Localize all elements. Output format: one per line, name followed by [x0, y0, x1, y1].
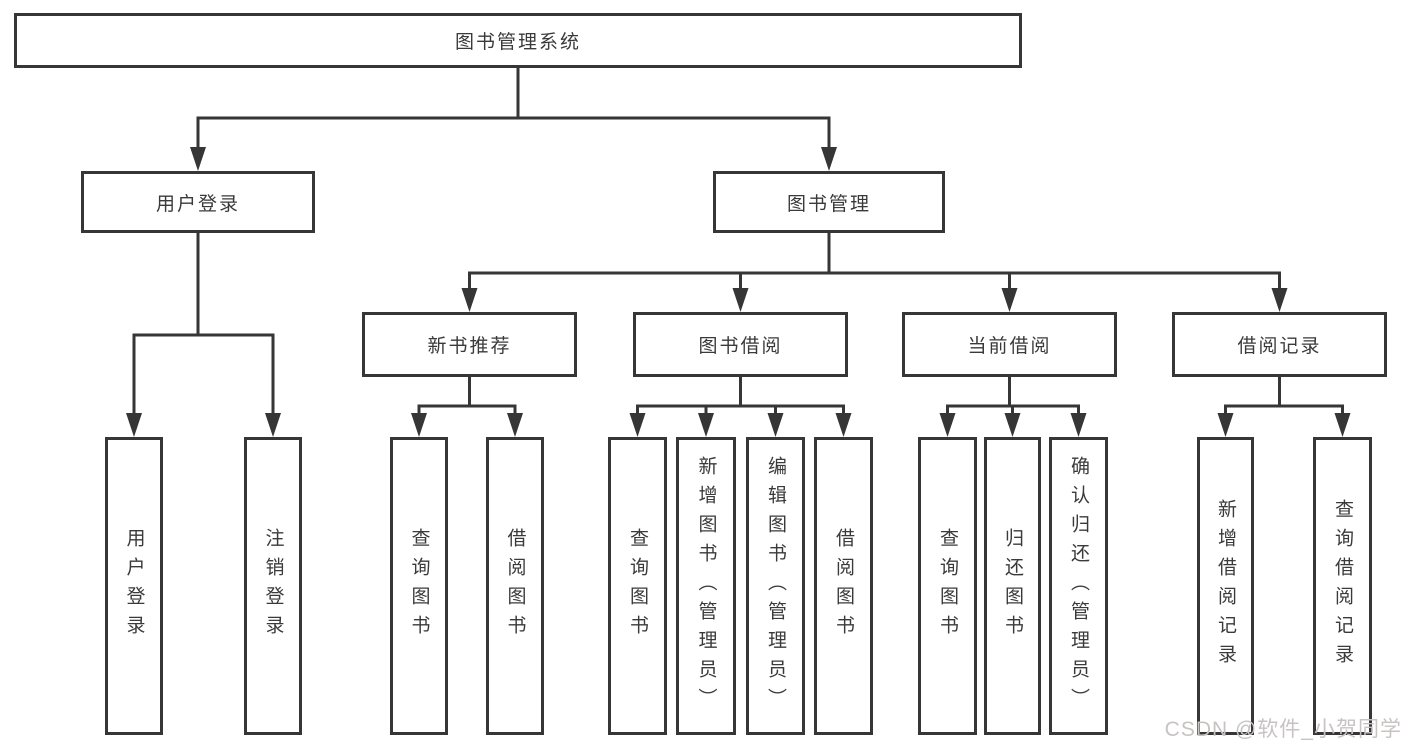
leaf-log-query-record-label: 查询借阅记录 — [1332, 499, 1353, 673]
leaf-cur-query-book: 查询图书 — [918, 437, 977, 735]
leaf-rec-borrow-book-label: 借阅图书 — [504, 528, 526, 644]
csdn-watermark: CSDN @软件_小贺同学 — [1164, 718, 1402, 741]
node-current-borrow: 当前借阅 — [902, 312, 1117, 377]
leaf-bor-edit-book-label: 编辑图书（管理员） — [765, 455, 786, 717]
leaf-user-login: 用户登录 — [105, 437, 163, 735]
connectors-root-to-level2 — [190, 66, 837, 171]
connectors-book-mgmt-to-level3 — [461, 231, 1288, 312]
connectors-current-borrow-children — [939, 375, 1087, 437]
leaf-user-login-label: 用户登录 — [123, 528, 145, 644]
leaf-rec-query-book-label: 查询图书 — [408, 528, 430, 644]
leaf-bor-add-book-label: 新增图书（管理员） — [695, 455, 717, 717]
leaf-log-query-record: 查询借阅记录 — [1313, 437, 1372, 735]
leaf-cur-confirm-return: 确认归还（管理员） — [1049, 437, 1108, 735]
node-current-borrow-label: 当前借阅 — [967, 336, 1052, 357]
node-book-mgmt-label: 图书管理 — [786, 193, 871, 215]
node-book-borrow-label: 图书借阅 — [698, 336, 783, 357]
leaf-log-add-record: 新增借阅记录 — [1197, 437, 1254, 735]
leaf-logout: 注销登录 — [244, 437, 302, 735]
leaf-bor-add-book: 新增图书（管理员） — [676, 437, 736, 735]
leaf-log-add-record-label: 新增借阅记录 — [1215, 499, 1236, 673]
leaf-cur-return-book-label: 归还图书 — [1002, 528, 1023, 644]
node-root: 图书管理系统 — [14, 13, 1022, 68]
node-book-borrow: 图书借阅 — [633, 312, 848, 377]
node-new-book-rec-label: 新书推荐 — [427, 336, 512, 357]
node-root-label: 图书管理系统 — [454, 32, 581, 53]
leaf-rec-query-book: 查询图书 — [390, 437, 448, 735]
leaf-cur-return-book: 归还图书 — [984, 437, 1041, 735]
connectors-borrow-record-children — [1217, 375, 1351, 437]
leaf-cur-query-book-label: 查询图书 — [937, 528, 958, 644]
leaf-logout-label: 注销登录 — [262, 528, 284, 644]
node-book-mgmt: 图书管理 — [713, 171, 945, 233]
leaf-cur-confirm-return-label: 确认归还（管理员） — [1068, 455, 1089, 717]
leaf-bor-borrow-book-label: 借阅图书 — [833, 528, 854, 644]
leaf-bor-edit-book: 编辑图书（管理员） — [746, 437, 805, 735]
leaf-bor-borrow-book: 借阅图书 — [814, 437, 873, 735]
node-user-login-label: 用户登录 — [155, 193, 240, 215]
node-borrow-record: 借阅记录 — [1172, 312, 1387, 377]
leaf-bor-query-book: 查询图书 — [608, 437, 667, 735]
leaf-bor-query-book-label: 查询图书 — [627, 528, 648, 644]
node-new-book-rec: 新书推荐 — [362, 312, 577, 377]
node-borrow-record-label: 借阅记录 — [1237, 336, 1322, 357]
leaf-rec-borrow-book: 借阅图书 — [486, 437, 544, 735]
node-user-login: 用户登录 — [81, 171, 315, 233]
connectors-new-book-rec-children — [411, 375, 523, 437]
connectors-user-login-children — [126, 231, 281, 437]
connectors-book-borrow-children — [629, 375, 852, 437]
